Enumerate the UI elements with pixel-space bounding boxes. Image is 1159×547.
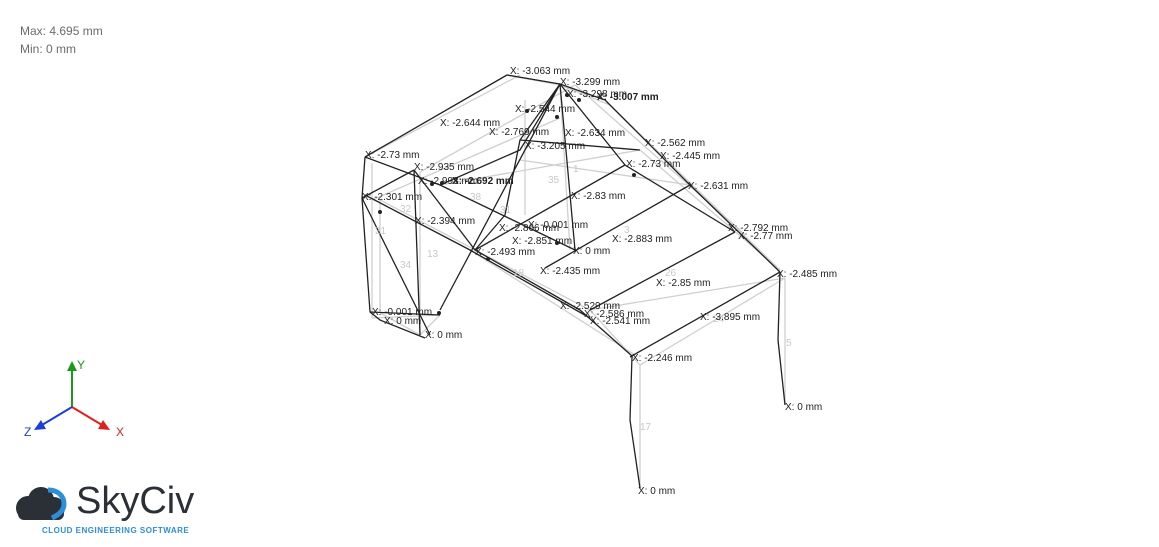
displacement-label: X: -2.993 mm (418, 176, 478, 187)
node-markers (378, 93, 636, 315)
member-id: 21 (375, 226, 387, 237)
displacement-label: X: -2.73 mm (626, 159, 680, 170)
displacement-label: X: -2.769 mm (489, 127, 549, 138)
displacement-label: X: -2.445 mm (660, 151, 720, 162)
displacement-label: X: -2.73 mm (365, 150, 419, 161)
displacement-label: X: 0 mm (785, 402, 822, 413)
logo-tagline: CLOUD ENGINEERING SOFTWARE (42, 526, 190, 535)
z-axis-label: Z (24, 425, 31, 439)
displacement-label: X: -2.394 mm (415, 216, 475, 227)
displacement-label: X: -2.435 mm (540, 266, 600, 277)
displacement-label: X: -3.298 mm (567, 89, 627, 100)
member-id: 26 (665, 268, 677, 279)
displacement-label: X: -2.246 mm (632, 353, 692, 364)
displacement-label: X: -2.586 mm (584, 309, 644, 320)
displacement-label: X: -0.001 mm (528, 220, 588, 231)
min-value-label: Min: 0 mm (20, 42, 77, 56)
displacement-label: X: -2.935 mm (414, 162, 474, 173)
displacement-labels: X: -3.063 mm X: -3.299 mm X: -3.298 mm X… (362, 66, 837, 497)
member-id: 31 (500, 205, 512, 216)
z-axis-line (41, 406, 73, 426)
logo-wordmark: SkyCiv (76, 480, 195, 522)
member-id: 34 (400, 260, 412, 271)
displacement-label: X: -2.301 mm (362, 192, 422, 203)
y-axis-label: Y (77, 358, 85, 372)
displacement-label: X: -2.83 mm (571, 191, 625, 202)
y-axis-arrow-icon (67, 361, 77, 371)
x-axis-arrow-icon (98, 420, 110, 430)
displacement-label: X: -0.001 mm (372, 307, 432, 318)
displacement-label: X: -3.299 mm (560, 77, 620, 88)
member-id-labels: 32 38 21 34 13 31 35 18 1 3 26 24 5 17 (375, 164, 792, 433)
displacement-label: X: -2.883 mm (612, 234, 672, 245)
displacement-label: X: 0 mm (573, 246, 610, 257)
skyciv-logo: SkyCiv CLOUD ENGINEERING SOFTWARE (8, 480, 198, 540)
displacement-label: X: -2.529 mm (560, 301, 620, 312)
displacement-label: X: -2.634 mm (565, 128, 625, 139)
displacement-label: X: 0 mm (384, 316, 421, 327)
member-id: 38 (470, 192, 482, 203)
z-axis-arrow-icon (34, 420, 46, 430)
displacement-label: X: -2.792 mm (728, 223, 788, 234)
x-axis-label: X (116, 425, 124, 439)
skyciv-cloud-icon (16, 487, 67, 521)
x-axis-line (71, 406, 103, 426)
displacement-label: X: -3.895 mm (700, 312, 760, 323)
displacement-label: X: 0 mm (638, 486, 675, 497)
member-id: 24 (713, 314, 725, 325)
displacement-label: X: -2.644 mm (440, 118, 500, 129)
member-id: 35 (548, 175, 560, 186)
displacement-label: X: -2.692 mm (452, 176, 514, 187)
displacement-label: X: -2.85 mm (656, 278, 710, 289)
displacement-label: X: -2.562 mm (645, 138, 705, 149)
displacement-label: X: -2.851 mm (512, 236, 572, 247)
member-id: 1 (573, 164, 579, 175)
member-id: 5 (786, 338, 792, 349)
deformed-shape (361, 74, 786, 489)
displacement-label: X: -3.205 mm (525, 141, 585, 152)
displacement-label: X: -3.063 mm (510, 66, 570, 77)
displacement-label: X: -2.541 mm (590, 316, 650, 327)
member-id: 18 (513, 268, 525, 279)
axis-triad: Y X Z (24, 358, 124, 439)
member-id: 3 (624, 225, 630, 236)
member-id: 13 (427, 249, 439, 260)
displacement-label: X: -2.493 mm (475, 247, 535, 258)
member-id: 17 (640, 422, 652, 433)
displacement-label: X: -2.77 mm (738, 231, 792, 242)
max-value-label: Max: 4.695 mm (20, 24, 103, 38)
displacement-label: X: 0 mm (425, 330, 462, 341)
displacement-label: X: -2.544 mm (515, 104, 575, 115)
displacement-label: X: -2.631 mm (688, 181, 748, 192)
result-range-readout: Max: 4.695 mm Min: 0 mm (20, 22, 103, 58)
displacement-label: X: -3.007 mm (597, 92, 659, 103)
displacement-label: X: -2.866 mm (499, 223, 559, 234)
displacement-label: X: -2.485 mm (777, 269, 837, 280)
member-id: 32 (400, 204, 412, 215)
